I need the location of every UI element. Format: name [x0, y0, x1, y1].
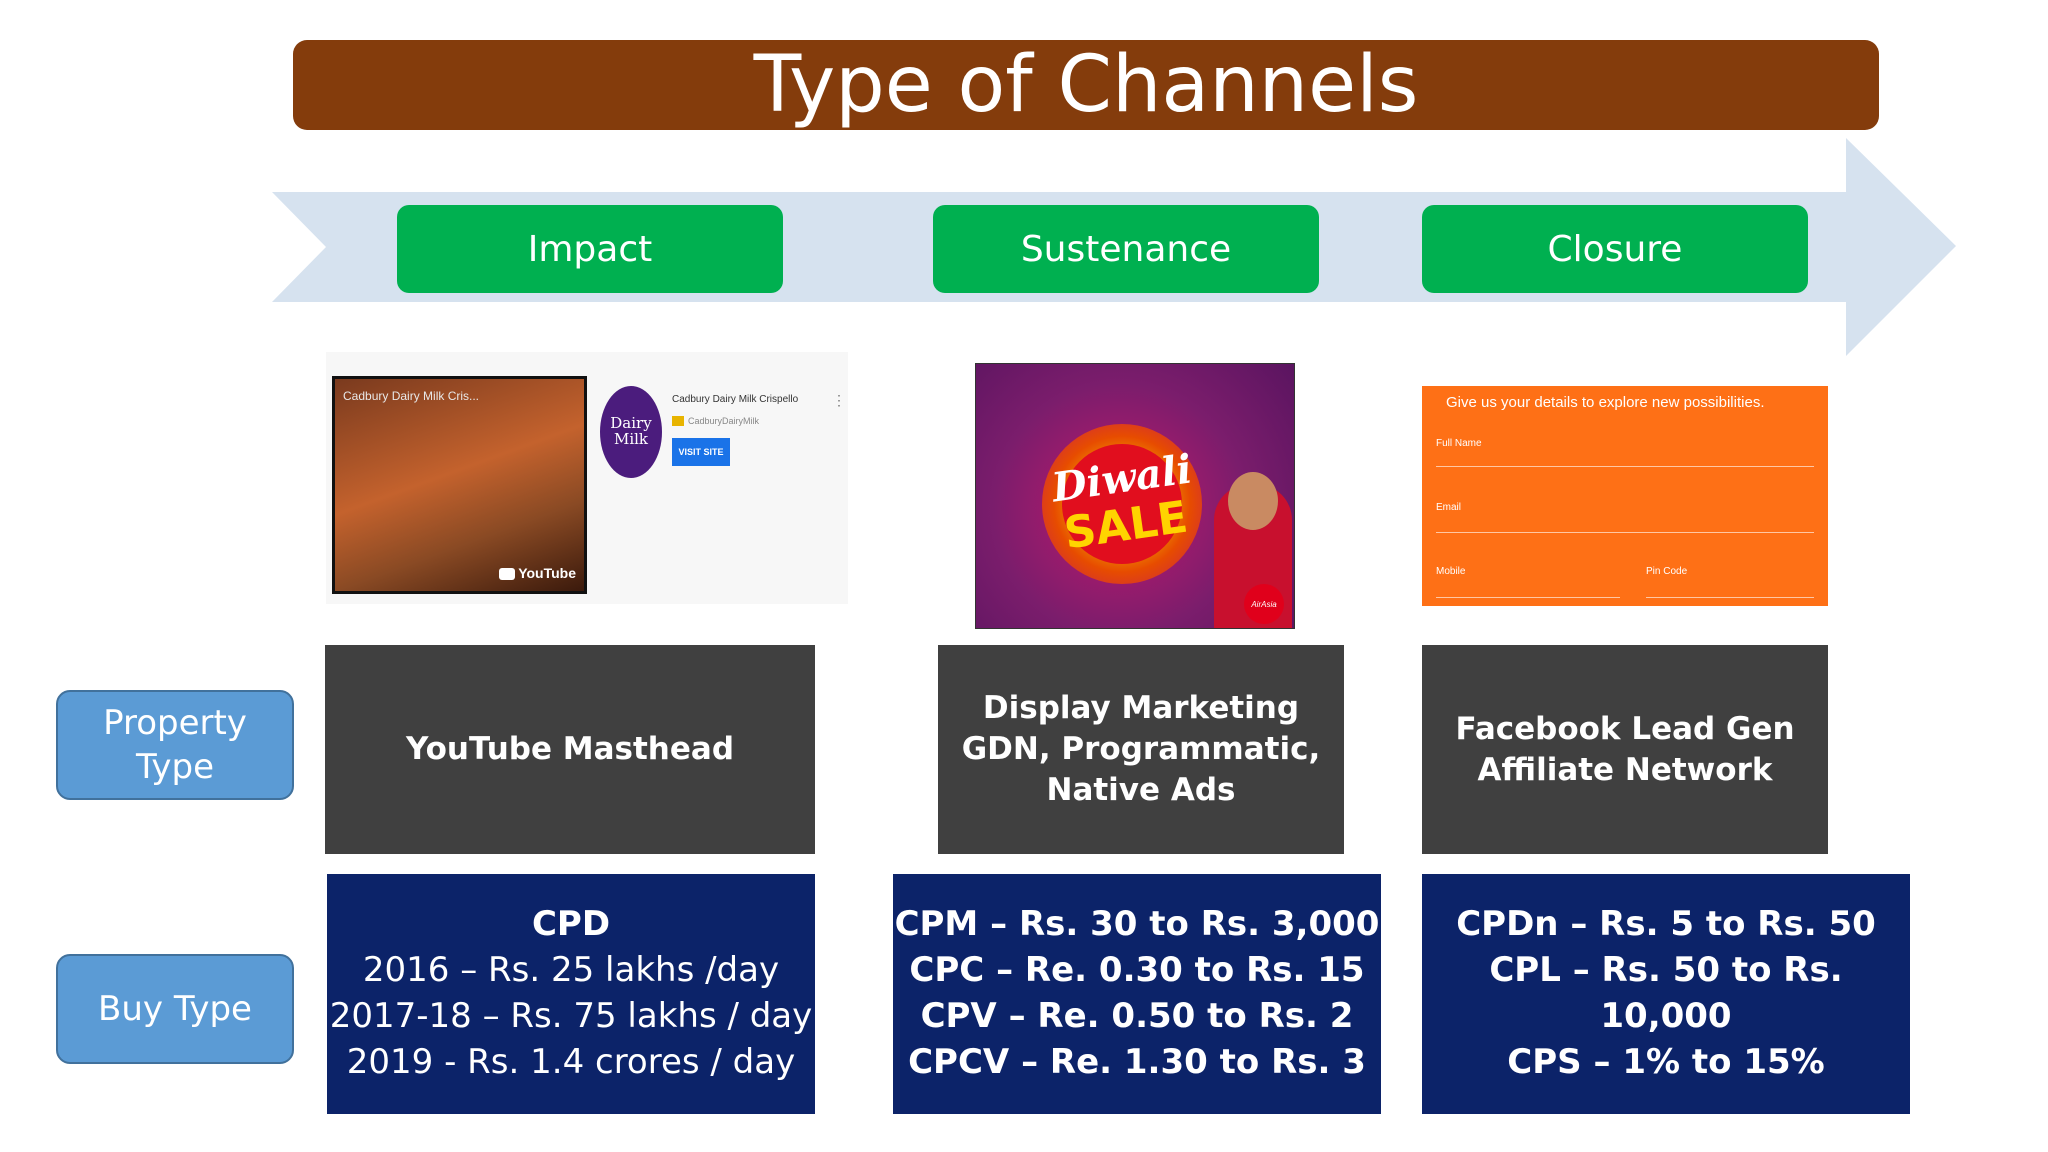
stage-impact: Impact: [397, 205, 783, 293]
page-title-text: Type of Channels: [753, 40, 1419, 130]
airasia-logo: AirAsia: [1244, 584, 1284, 624]
form-field-mobile: Mobile: [1436, 566, 1466, 577]
buy-heading: CPD: [531, 904, 611, 945]
property-closure: Facebook Lead Gen Affiliate Network: [1422, 645, 1828, 854]
stage-label: Closure: [1547, 228, 1683, 270]
stage-closure: Closure: [1422, 205, 1808, 293]
lead-gen-form-thumbnail: Give us your details to explore new poss…: [1422, 386, 1828, 606]
buy-line: CPDn – Rs. 5 to Rs. 50: [1456, 904, 1876, 945]
form-field-email: Email: [1436, 502, 1462, 513]
row-label-text: Buy Type: [98, 988, 252, 1029]
buy-line: CPC – Re. 0.30 to Rs. 15: [909, 950, 1365, 991]
property-text: Display Marketing GDN, Programmatic, Nat…: [961, 690, 1321, 808]
form-field-pin-code: Pin Code: [1646, 566, 1688, 577]
stage-label: Impact: [527, 228, 653, 270]
buy-line: 2019 - Rs. 1.4 crores / day: [346, 1041, 796, 1082]
buy-impact: CPD 2016 – Rs. 25 lakhs /day 2017-18 – R…: [327, 874, 815, 1114]
buy-line: CPCV – Re. 1.30 to Rs. 3: [908, 1041, 1366, 1082]
form-heading: Give us your details to explore new poss…: [1446, 394, 1765, 411]
stage-label: Sustenance: [1020, 228, 1232, 270]
buy-sustenance: CPM – Rs. 30 to Rs. 3,000 CPC – Re. 0.30…: [893, 874, 1381, 1114]
form-field-line: [1436, 597, 1620, 598]
youtube-video-preview: Cadbury Dairy Milk Cris... YouTube: [332, 376, 587, 594]
property-sustenance: Display Marketing GDN, Programmatic, Nat…: [938, 645, 1344, 854]
video-title: Cadbury Dairy Milk Cris...: [343, 389, 480, 403]
row-label-buy-type: Buy Type: [56, 954, 294, 1064]
visit-site-button: VISIT SITE: [672, 438, 730, 466]
row-label-text: Property Type: [103, 702, 247, 787]
buy-line: CPM – Rs. 30 to Rs. 3,000: [894, 904, 1380, 945]
play-icon: [499, 568, 516, 581]
model-face: [1228, 472, 1278, 530]
form-field-full-name: Full Name: [1436, 438, 1482, 449]
dairy-milk-logo-text: Dairy Milk: [610, 414, 652, 448]
buy-line: CPV – Re. 0.50 to Rs. 2: [920, 996, 1354, 1036]
page-title: Type of Channels: [293, 40, 1879, 130]
row-label-property-type: Property Type: [56, 690, 294, 800]
ad-channel: CadburyDairyMilk: [688, 416, 760, 426]
form-field-line: [1436, 466, 1814, 467]
buy-closure: CPDn – Rs. 5 to Rs. 50 CPL – Rs. 50 to R…: [1422, 874, 1910, 1114]
buy-line: CPS – 1% to 15%: [1507, 1041, 1825, 1082]
stage-sustenance: Sustenance: [933, 205, 1319, 293]
more-menu-icon: ⋮: [832, 392, 846, 408]
property-text: Facebook Lead Gen Affiliate Network: [1455, 710, 1795, 788]
form-field-line: [1646, 597, 1814, 598]
sale-circle: [1062, 444, 1182, 564]
visit-site-label: VISIT SITE: [678, 447, 724, 457]
property-impact: YouTube Masthead: [325, 645, 815, 854]
youtube-brand-text: YouTube: [518, 565, 576, 581]
airasia-logo-text: AirAsia: [1251, 599, 1277, 609]
ad-badge: [672, 416, 684, 426]
youtube-logo: YouTube: [499, 565, 576, 581]
form-field-line: [1436, 532, 1814, 533]
buy-line: 2016 – Rs. 25 lakhs /day: [362, 950, 780, 991]
diwali-sale-ad-thumbnail: Diwali SALE AirAsia: [975, 363, 1295, 629]
buy-line: 2017-18 – Rs. 75 lakhs / day: [329, 996, 813, 1036]
dairy-milk-logo: Dairy Milk: [600, 386, 662, 478]
property-text: YouTube Masthead: [405, 731, 735, 768]
buy-line: CPL – Rs. 50 to Rs. 10,000: [1489, 950, 1843, 1036]
ad-title: Cadbury Dairy Milk Crispello: [672, 394, 799, 405]
